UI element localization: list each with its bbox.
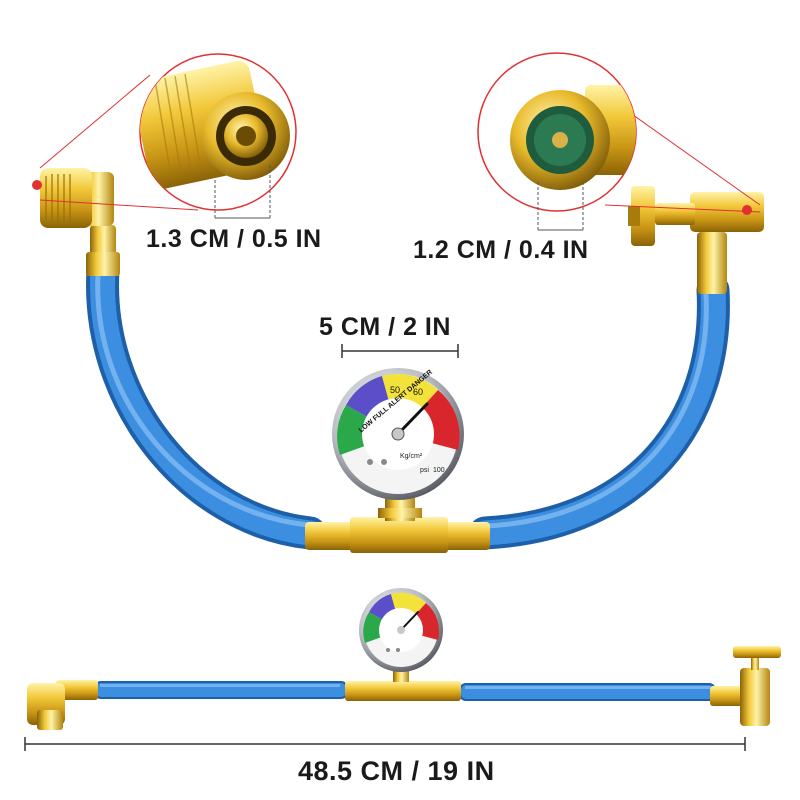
tee-fitting bbox=[305, 495, 490, 553]
length-dimension-line bbox=[24, 737, 746, 751]
zoom-callout-left bbox=[39, 53, 297, 219]
zoom-callout-right bbox=[477, 52, 761, 231]
right-coupler-size-label: 1.2 CM / 0.4 IN bbox=[413, 236, 589, 264]
highlight-dot-left bbox=[32, 180, 42, 190]
gauge-unit-psi: psi bbox=[420, 467, 429, 474]
gauge-size-label: 5 CM / 2 IN bbox=[319, 313, 451, 341]
gauge-tick-50: 50 bbox=[390, 385, 400, 395]
gauge-dimension-line bbox=[341, 344, 459, 358]
total-length-label: 48.5 CM / 19 IN bbox=[298, 756, 495, 786]
gauge-unit-kg: Kg/cm² bbox=[400, 453, 423, 460]
full-length-view bbox=[27, 588, 781, 730]
left-coupler-size-label: 1.3 CM / 0.5 IN bbox=[146, 225, 322, 253]
gauge-tick-60: 60 bbox=[413, 387, 423, 397]
gauge-max-psi: 100 bbox=[433, 467, 445, 474]
highlight-dot-right bbox=[742, 205, 752, 215]
left-coupler bbox=[32, 168, 120, 276]
right-coupler bbox=[628, 186, 764, 294]
pressure-gauge: 50 60 LOW FULL ALERT DANGER Kg/cm² psi 1… bbox=[332, 368, 464, 500]
main-hose bbox=[86, 253, 730, 550]
gauge-needle bbox=[396, 402, 429, 436]
